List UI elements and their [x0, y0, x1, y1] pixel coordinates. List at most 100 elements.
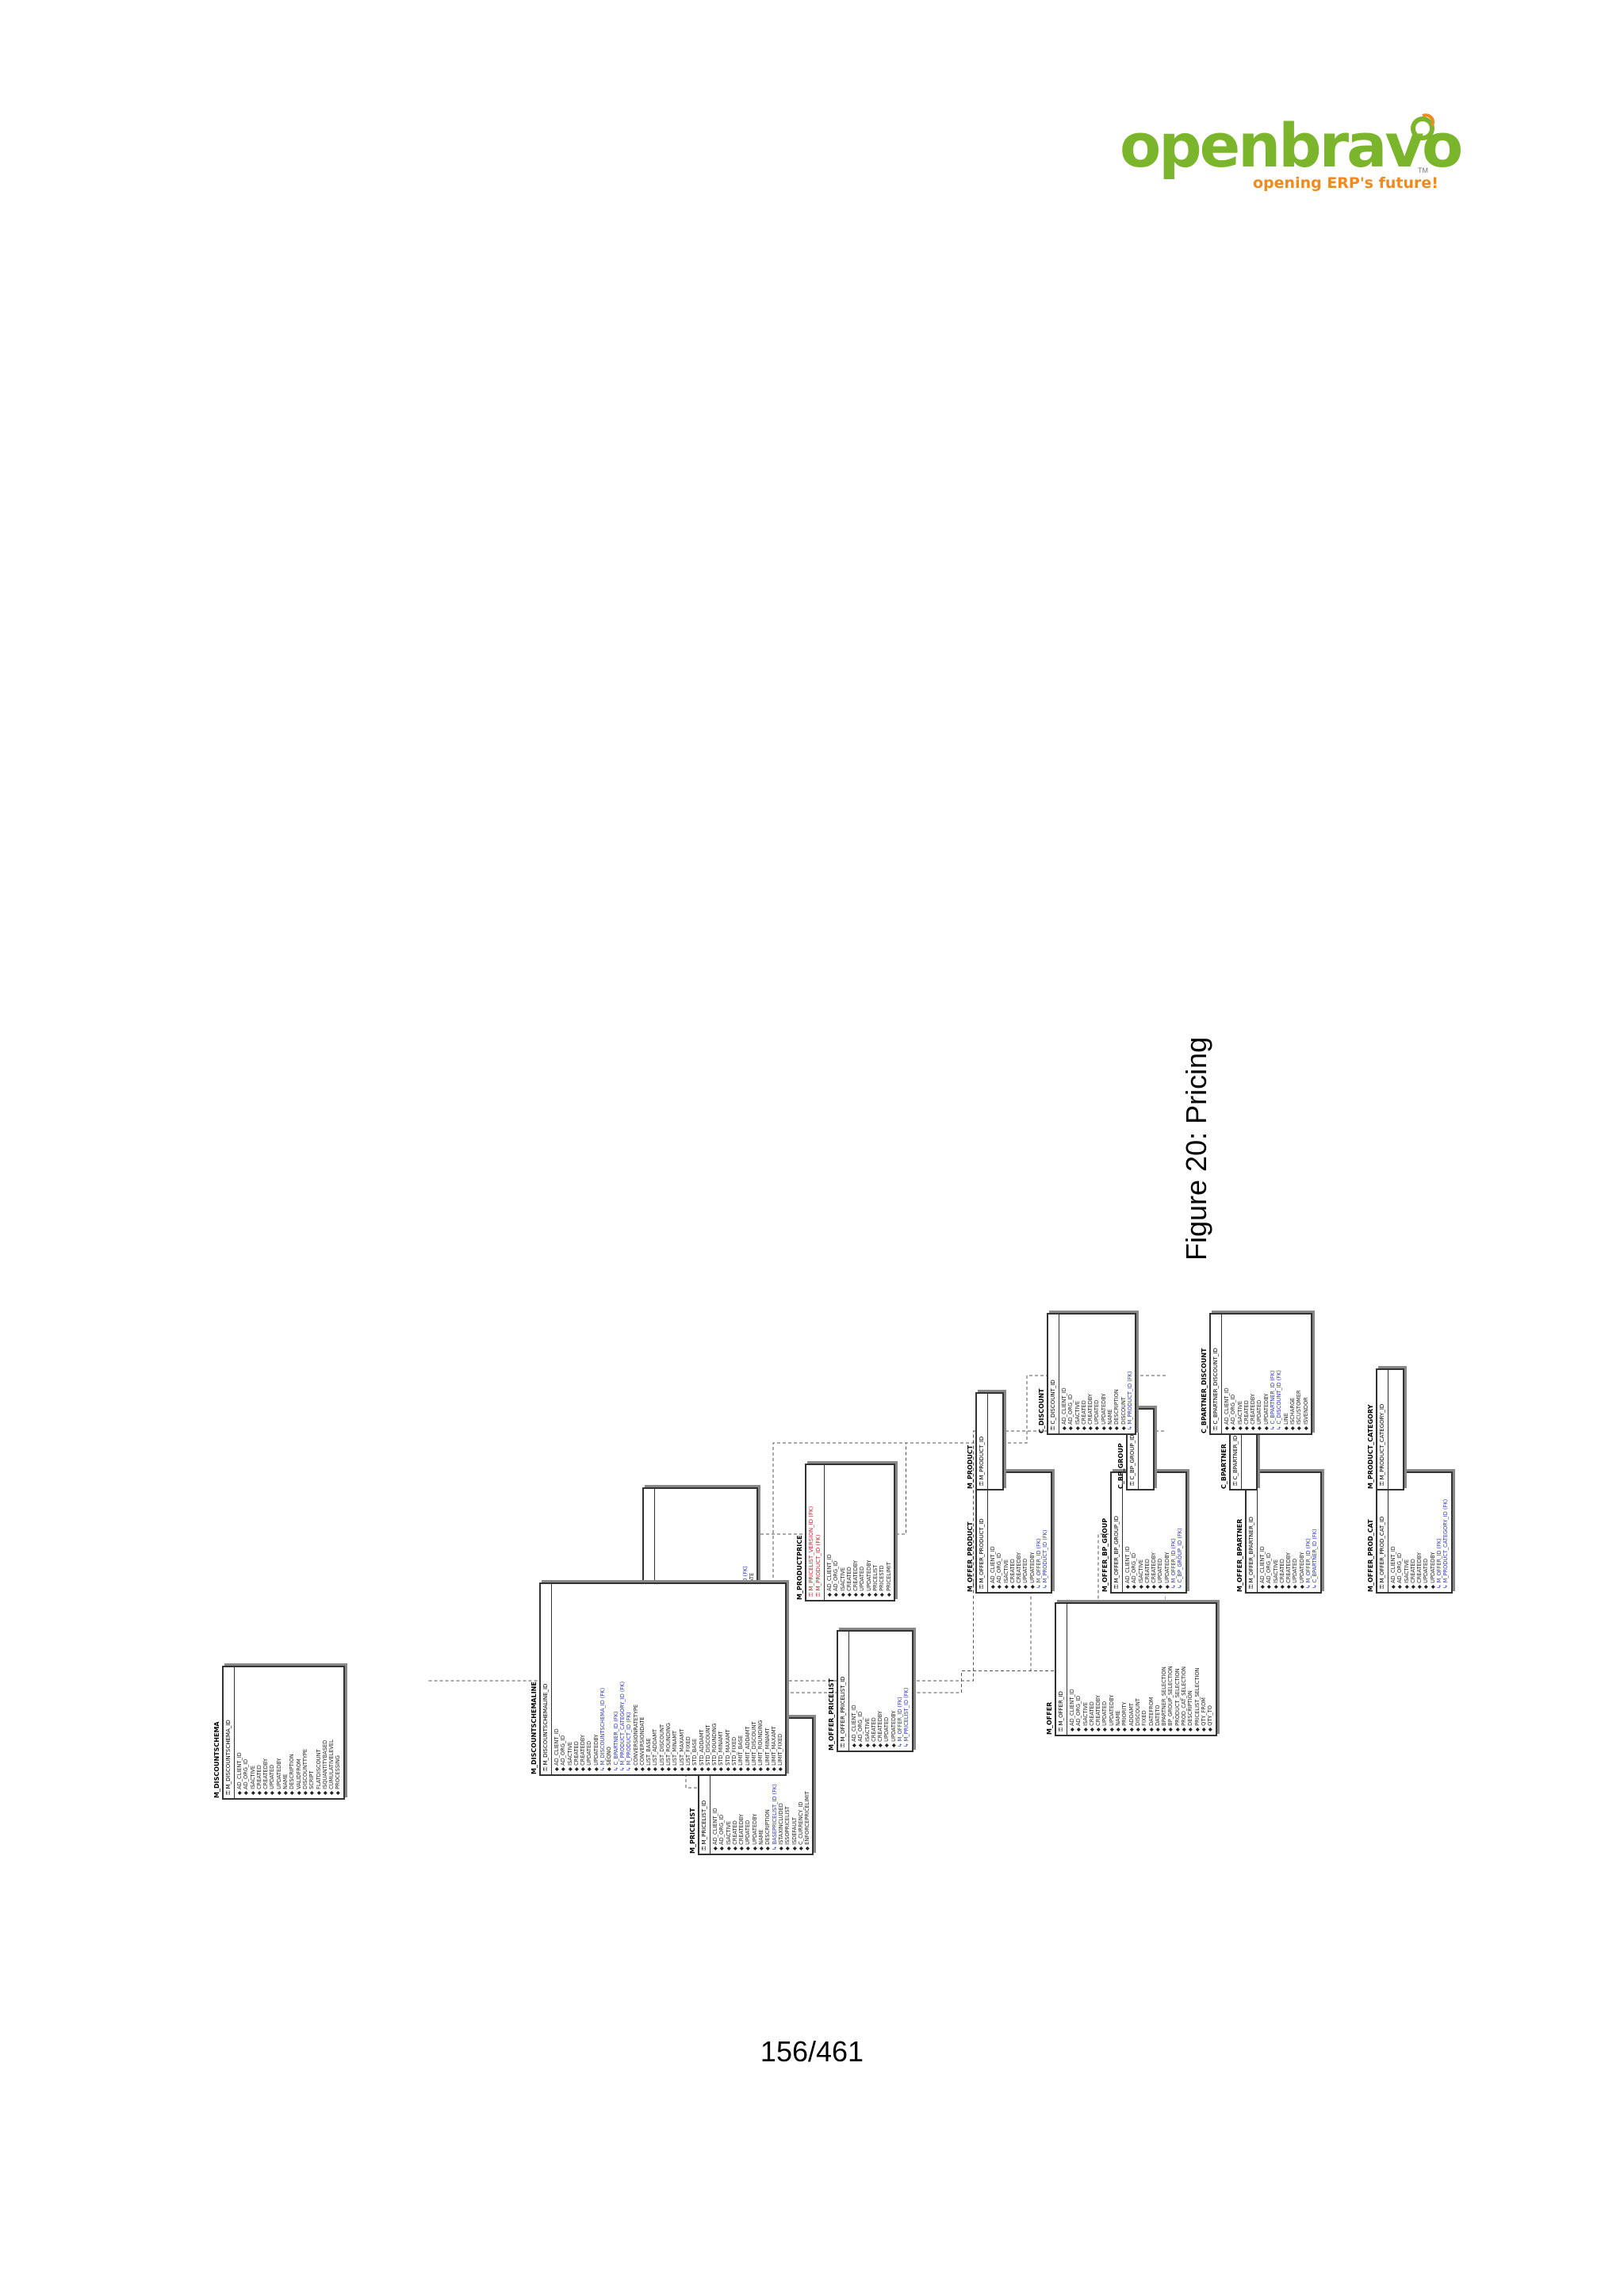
- foreign-key-column: ↳ M_DISCOUNTSCHEMA_ID (FK): [599, 1687, 607, 1771]
- entity-column: ◆ CREATED: [1080, 1400, 1087, 1430]
- entity-column: ◆ ISACTIVE: [1137, 1559, 1144, 1589]
- primary-key-column: ⚿ M_OFFER_PRODUCT_ID: [979, 1518, 985, 1589]
- entity-column: ◆ CREATEDBY: [1016, 1552, 1023, 1589]
- entity-product-category: M_PRODUCT_CATEGORY⚿ M_PRODUCT_CATEGORY_I…: [1367, 1368, 1404, 1490]
- entity-column: ◆ ADDAMT: [1128, 1703, 1135, 1732]
- entity-column: ◆ LIST_ROUNDING: [665, 1723, 672, 1771]
- entity-column: ◆ UPDATEDBY: [1108, 1694, 1115, 1732]
- entity-column: ◆ DESCRIPTION: [1113, 1389, 1120, 1430]
- entity-column: ◆ ISACTIVE: [1074, 1400, 1081, 1430]
- entity-title: M_PRODUCTPRICE: [796, 1535, 803, 1600]
- entity-column: ◆ CREATEDBY: [1285, 1552, 1293, 1589]
- entity-bpartner-discount: C_BPARTNER_DISCOUNT⚿ C_BPARTNER_DISCOUNT…: [1201, 1313, 1312, 1435]
- foreign-key-column: ↳ M_PRICELIST_ID (FK): [903, 1687, 910, 1747]
- entity-column: ◆ QTY_TO: [1207, 1705, 1214, 1732]
- foreign-key-column: ↳ C_BPARTNER_ID (FK): [1270, 1370, 1277, 1430]
- primary-key-column: ⚿ M_DISCOUNTSCHEMALINE_ID: [542, 1683, 549, 1771]
- entity-column: ◆ FLATDISCOUNT: [315, 1749, 322, 1795]
- entity-column: ◆ DATEFROM: [1147, 1697, 1155, 1732]
- primary-key: ⚿ M_OFFER_PROD_CAT_ID: [1377, 1473, 1388, 1592]
- entity-column: ◆ AD_CLIENT_ID: [553, 1728, 560, 1771]
- entity-title: M_OFFER_BP_GROUP: [1101, 1517, 1109, 1592]
- entity-column: ◆ PRICELIST: [872, 1564, 879, 1597]
- entity-column: ◆ AD_ORG_ID: [1075, 1695, 1082, 1732]
- primary-key-column: ⚿ M_OFFER_ID: [1058, 1691, 1064, 1732]
- pricing-er-diagram: M_OFFER⚿ M_OFFER_ID◆ AD_CLIENT_ID◆ AD_OR…: [213, 531, 1453, 1855]
- entity-discountschemaline: M_DISCOUNTSCHEMALINE⚿ M_DISCOUNTSCHEMALI…: [530, 1582, 787, 1776]
- entity-column: ◆ PRIORITY: [1121, 1701, 1128, 1732]
- entity-column: ◆ AD_ORG_ID: [560, 1735, 567, 1771]
- entity-column: ◆ UPDATED: [1292, 1558, 1299, 1589]
- entity-column: ◆ LIMIT_BASE: [737, 1735, 745, 1771]
- relationship-line: [428, 1680, 555, 1735]
- entity-column: ◆ STD_FIXED: [731, 1736, 738, 1771]
- entity-column: ◆ ISACTIVE: [1082, 1701, 1089, 1732]
- entity-column: ◆ ENFORCEPRICELIMIT: [804, 1791, 811, 1850]
- primary-key: ⚿ C_BPARTNER_DISCOUNT_ID: [1211, 1314, 1222, 1433]
- entity-column: ◆ LIMIT_ADDAMT: [744, 1726, 751, 1771]
- entity-column: ◆ NAME: [282, 1774, 289, 1795]
- entity-column: ◆ ISACTIVE: [839, 1567, 846, 1597]
- primary-key: ⚿ M_PRODUCT_CATEGORY_ID: [1377, 1370, 1388, 1489]
- entity-column: ◆ STD_MAXAMT: [724, 1729, 731, 1771]
- entity-column: ◆ UPDATED: [269, 1764, 276, 1795]
- entity-column: ◆ ISACTIVE: [566, 1741, 573, 1771]
- entity-column: ◆ QTY_FROM: [1200, 1697, 1207, 1732]
- entity-column: ◆ CREATEDBY: [1087, 1394, 1094, 1430]
- entity-column: ◆ LIMIT_MINAMT: [764, 1728, 771, 1771]
- entity-m-product: M_PRODUCT⚿ M_PRODUCT_ID: [967, 1392, 1004, 1490]
- openbravo-logo: openbravo opening ERP's future! TM: [1110, 111, 1463, 206]
- entity-column: ◆ UPDATED: [883, 1716, 891, 1747]
- entity-column: ◆ NAME: [1115, 1710, 1122, 1732]
- entity-column: ◆ DATETO: [1154, 1705, 1161, 1732]
- entity-column: ◆ LIMIT_ROUNDING: [757, 1720, 764, 1771]
- entity-title: M_DISCOUNTSCHEMA: [213, 1721, 220, 1798]
- entity-column: ◆ CREATED: [255, 1765, 262, 1795]
- primary-key: ⚿ M_PRICELIST_VERSION_ID (FK)⚿ M_PRODUCT…: [806, 1465, 825, 1600]
- entity-column: ◆ CREATEDBY: [852, 1560, 860, 1597]
- entity-column: ◆ UPDATEDBY: [592, 1734, 599, 1771]
- entity-column: ◆ UPDATEDBY: [890, 1710, 897, 1747]
- entity-column: ◆ CREATED: [1009, 1559, 1016, 1589]
- entity-column: ◆ LIMIT_FIXED: [777, 1733, 784, 1771]
- entity-column: ◆ ISACTIVE: [1236, 1400, 1243, 1430]
- entity-column: ◆ CREATED: [1278, 1559, 1285, 1589]
- foreign-key-column: ↳ M_OFFER_ID (FK): [1305, 1538, 1312, 1589]
- entity-column: ◆ CREATED: [1088, 1701, 1095, 1732]
- foreign-key-column: ↳ M_OFFER_ID (FK): [897, 1697, 904, 1747]
- entity-column: ◆ UPDATEDBY: [865, 1559, 872, 1597]
- entity-column: ◆ UPDATED: [859, 1566, 866, 1597]
- primary-key: ⚿ M_PRODUCT_ID: [977, 1394, 988, 1489]
- entity-column: ◆ CONVERSIONDATE: [638, 1716, 645, 1771]
- entity-column: ◆ AD_CLIENT_ID: [1069, 1689, 1075, 1732]
- entity-column: ◆ PRICELIMIT: [885, 1562, 892, 1597]
- entity-column: ◆ CREATED: [845, 1567, 852, 1597]
- logo-wordmark: openbravo: [1120, 110, 1463, 181]
- entity-column: ◆ AD_ORG_ID: [1266, 1552, 1273, 1589]
- entity-column: ◆ PRICESTD: [879, 1565, 886, 1597]
- entity-discountschema: M_DISCOUNTSCHEMA⚿ M_DISCOUNTSCHEMA_ID◆ A…: [213, 1666, 345, 1800]
- entity-title: M_OFFER_PRODUCT: [967, 1521, 974, 1592]
- primary-key-column: ⚿ M_OFFER_BPARTNER_ID: [1248, 1517, 1254, 1589]
- entity-column: ◆ PRICELIST_SELECTION: [1193, 1667, 1201, 1732]
- entity-column: ◆ AD_ORG_ID: [833, 1560, 840, 1597]
- entity-column: ◆ AD_CLIENT_ID: [990, 1546, 996, 1589]
- entity-title: M_PRICELIST: [689, 1808, 696, 1854]
- entity-title: M_PRODUCT_CATEGORY: [1367, 1404, 1374, 1490]
- primary-key-column: ⚿ M_OFFER_PRICELIST_ID: [840, 1676, 846, 1747]
- entity-column: ◆ UPDATEDBY: [275, 1758, 282, 1795]
- entity-column: ◆ PRODUCT_SELECTION: [1174, 1668, 1181, 1732]
- logo-tagline: opening ERP's future!: [1253, 174, 1438, 192]
- foreign-key-column: ↳ M_PRODUCT_CATEGORY_ID (FK): [1442, 1498, 1450, 1589]
- figure-caption: Figure 20: Pricing: [1180, 1023, 1212, 1261]
- entity-column: ◆ STD_MINAMT: [718, 1731, 725, 1771]
- entity-column: ◆ DISCOUNT: [1134, 1698, 1141, 1732]
- entity-column: ◆ UPDATEDBY: [1262, 1393, 1270, 1430]
- entity-column: ◆ LINE: [1282, 1413, 1289, 1430]
- entity-column: ◆ ISACTIVE: [1272, 1559, 1279, 1589]
- entity-column: ◆ ISDEFAULT: [791, 1817, 798, 1850]
- foreign-key-column: ↳ M_OFFER_ID (FK): [1170, 1538, 1178, 1589]
- entity-column: ◆ DESCRIPTION: [1187, 1690, 1194, 1732]
- entity-column: ◆ ISVENDOR: [1302, 1397, 1309, 1430]
- entity-title: M_OFFER_PROD_CAT: [1367, 1519, 1374, 1592]
